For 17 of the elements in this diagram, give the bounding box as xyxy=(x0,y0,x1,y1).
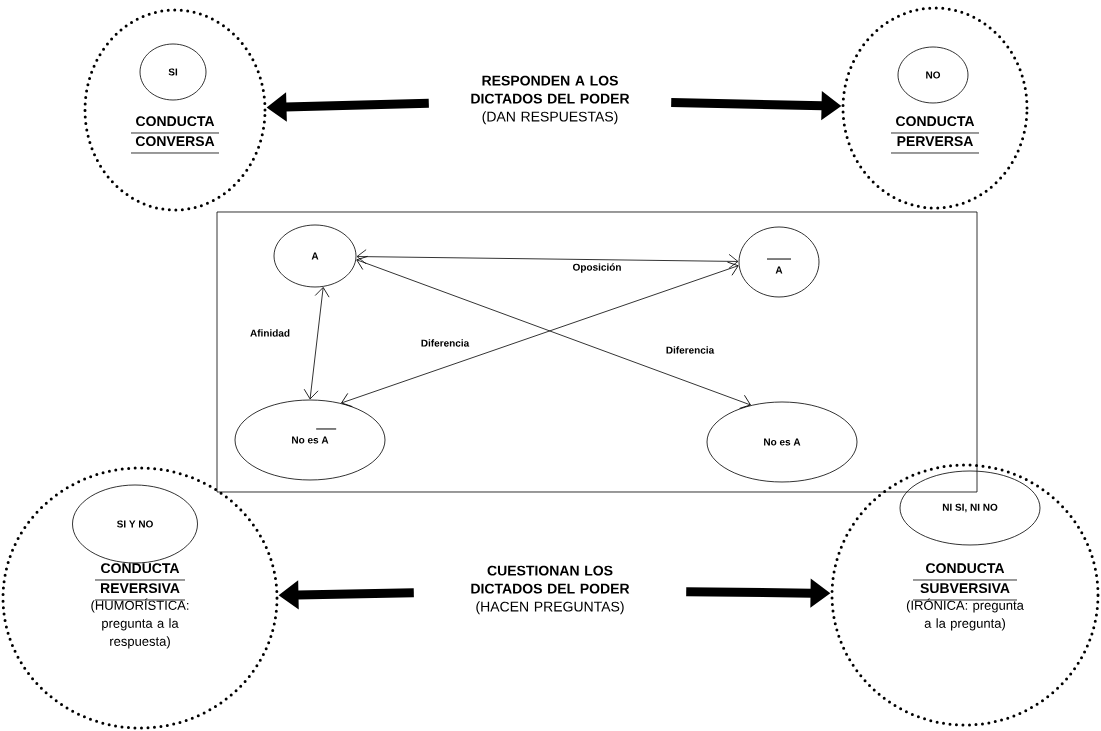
edge-label: Oposición xyxy=(571,262,623,274)
caption-text: RESPONDEN A LOS DICTADOS DEL PODER (DAN RESPUESTAS) xyxy=(471,75,630,125)
ellipse-node: A xyxy=(273,224,357,288)
ellipse-node: SI xyxy=(139,43,207,101)
caption-text: CUESTIONAN LOS DICTADOS DEL PODER (HACEN PREGUNTAS) xyxy=(471,565,630,615)
edge-label: Diferencia xyxy=(664,345,716,355)
edge-label: Diferencia xyxy=(419,338,471,348)
frame-box xyxy=(216,211,978,493)
ellipse-node: No es A xyxy=(706,401,858,483)
edge-label: Afinidad xyxy=(249,328,291,338)
ellipse-node: A xyxy=(738,226,820,298)
ellipse-node: NO xyxy=(897,46,969,104)
ellipse-node: SI Y NO xyxy=(72,484,198,564)
arrow xyxy=(303,287,330,400)
arrow xyxy=(356,249,739,269)
ellipse-node: NI SI, NI NO xyxy=(899,470,1041,546)
ellipse-node: No es A xyxy=(234,399,386,481)
